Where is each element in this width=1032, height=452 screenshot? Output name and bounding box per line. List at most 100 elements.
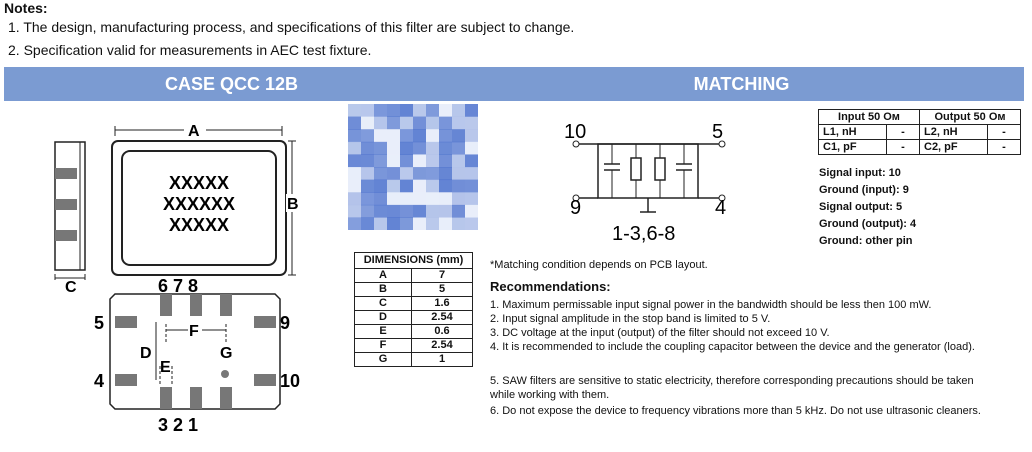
qr-pixel — [387, 217, 400, 230]
marking-line-3: XXXXX — [169, 215, 229, 235]
qr-pixel — [452, 141, 465, 155]
qr-pixel — [374, 204, 387, 218]
qr-pixel — [439, 104, 452, 117]
dim-label-g: G — [220, 345, 232, 362]
qr-pixel — [400, 154, 413, 168]
note-1: 1. The design, manufacturing process, an… — [8, 19, 575, 35]
qr-pixel — [400, 217, 413, 230]
qr-pixel — [439, 204, 452, 218]
qr-pixel — [387, 116, 400, 130]
qr-pixel — [452, 179, 465, 193]
qr-pixel — [426, 141, 439, 155]
pin-label-9: 9 — [280, 313, 290, 333]
qr-pixel — [348, 104, 361, 117]
qr-pixel — [348, 217, 361, 230]
qr-pixel — [400, 192, 413, 206]
qr-pixel — [361, 104, 374, 117]
qr-pixel — [387, 192, 400, 206]
qr-pixel — [413, 141, 426, 155]
qr-pixel — [452, 167, 465, 181]
recommendation-item: 5. SAW filters are sensitive to static e… — [490, 375, 974, 401]
qr-pixel — [361, 141, 374, 155]
qr-pixel — [400, 141, 413, 155]
matching-schematic: 10 5 9 4 1-3,6-8 — [564, 121, 726, 245]
schematic-pin-9: 9 — [570, 197, 581, 219]
qr-pixel — [400, 104, 413, 117]
qr-pixel — [361, 129, 374, 143]
qr-pixel — [400, 116, 413, 130]
qr-pixel — [465, 167, 478, 181]
qr-pixel — [465, 116, 478, 130]
pins-top-label: 6 7 8 — [158, 276, 198, 296]
qr-pixel — [361, 204, 374, 218]
qr-pixel — [413, 179, 426, 193]
recommendation-item: 2. Input signal amplitude in the stop ba… — [490, 313, 771, 325]
qr-pixel — [439, 141, 452, 155]
qr-pixel — [439, 217, 452, 230]
pins-bottom-label: 3 2 1 — [158, 415, 198, 434]
qr-pixel — [413, 129, 426, 143]
qr-pixel — [400, 204, 413, 218]
qr-pixel — [387, 154, 400, 168]
qr-pixel — [439, 167, 452, 181]
qr-pixel — [452, 116, 465, 130]
qr-pixel — [361, 154, 374, 168]
matching-header: MATCHING — [693, 74, 790, 94]
ground-other: Ground: other pin — [819, 235, 913, 247]
matching-input-header: Input 50 Ом — [818, 109, 920, 125]
dim-label-c: C — [65, 279, 77, 296]
signal-output: Signal output: 5 — [819, 201, 903, 213]
qr-pixel — [413, 116, 426, 130]
recommendation-item: 1. Maximum permissable input signal powe… — [490, 299, 932, 311]
schematic-pin-10: 10 — [564, 121, 586, 143]
qr-pixel — [374, 179, 387, 193]
qr-pixel — [452, 154, 465, 168]
section-header-band: CASE QCC 12B MATCHING — [4, 67, 1024, 101]
qr-pixel — [426, 167, 439, 181]
schematic-pin-5: 5 — [712, 121, 723, 143]
schematic-pin-4: 4 — [715, 197, 726, 219]
qr-pixel — [452, 217, 465, 230]
qr-pixel — [465, 154, 478, 168]
qr-pixel — [426, 204, 439, 218]
qr-pixel — [426, 116, 439, 130]
recommendation-item: 3. DC voltage at the input (output) of t… — [490, 327, 830, 339]
qr-pixel — [413, 104, 426, 117]
matching-note: *Matching condition depends on PCB layou… — [490, 259, 708, 271]
recommendation-item: 6. Do not expose the device to frequency… — [490, 405, 981, 417]
qr-pixel — [348, 179, 361, 193]
qr-pixel — [465, 192, 478, 206]
package-bottom-view: 6 7 8 5 9 4 10 F D E G 3 2 1 — [94, 276, 300, 434]
qr-pixel — [439, 154, 452, 168]
recommendations-title: Recommendations: — [490, 279, 611, 294]
qr-pixel — [374, 129, 387, 143]
qr-pixel — [426, 154, 439, 168]
qr-pixel — [452, 104, 465, 117]
qr-pixel — [426, 192, 439, 206]
qr-pixel — [374, 192, 387, 206]
qr-pixel — [413, 154, 426, 168]
pin-label-4: 4 — [94, 371, 104, 391]
matching-table: Input 50 Ом Output 50 Ом L1, nH - L2, nH… — [818, 109, 1021, 155]
qr-pixel — [439, 192, 452, 206]
ground-output: Ground (output): 4 — [819, 218, 917, 230]
case-header: CASE QCC 12B — [164, 74, 299, 94]
qr-pixel — [465, 141, 478, 155]
qr-pixel — [400, 179, 413, 193]
note-2: 2. Specification valid for measurements … — [8, 42, 372, 58]
qr-pixel — [465, 179, 478, 193]
qr-pixel — [387, 167, 400, 181]
qr-pixel — [348, 192, 361, 206]
qr-pixel — [426, 129, 439, 143]
qr-pixel — [374, 141, 387, 155]
qr-pixel — [465, 129, 478, 143]
dim-label-d: D — [140, 345, 152, 362]
qr-pixel — [348, 204, 361, 218]
qr-pixel — [361, 192, 374, 206]
